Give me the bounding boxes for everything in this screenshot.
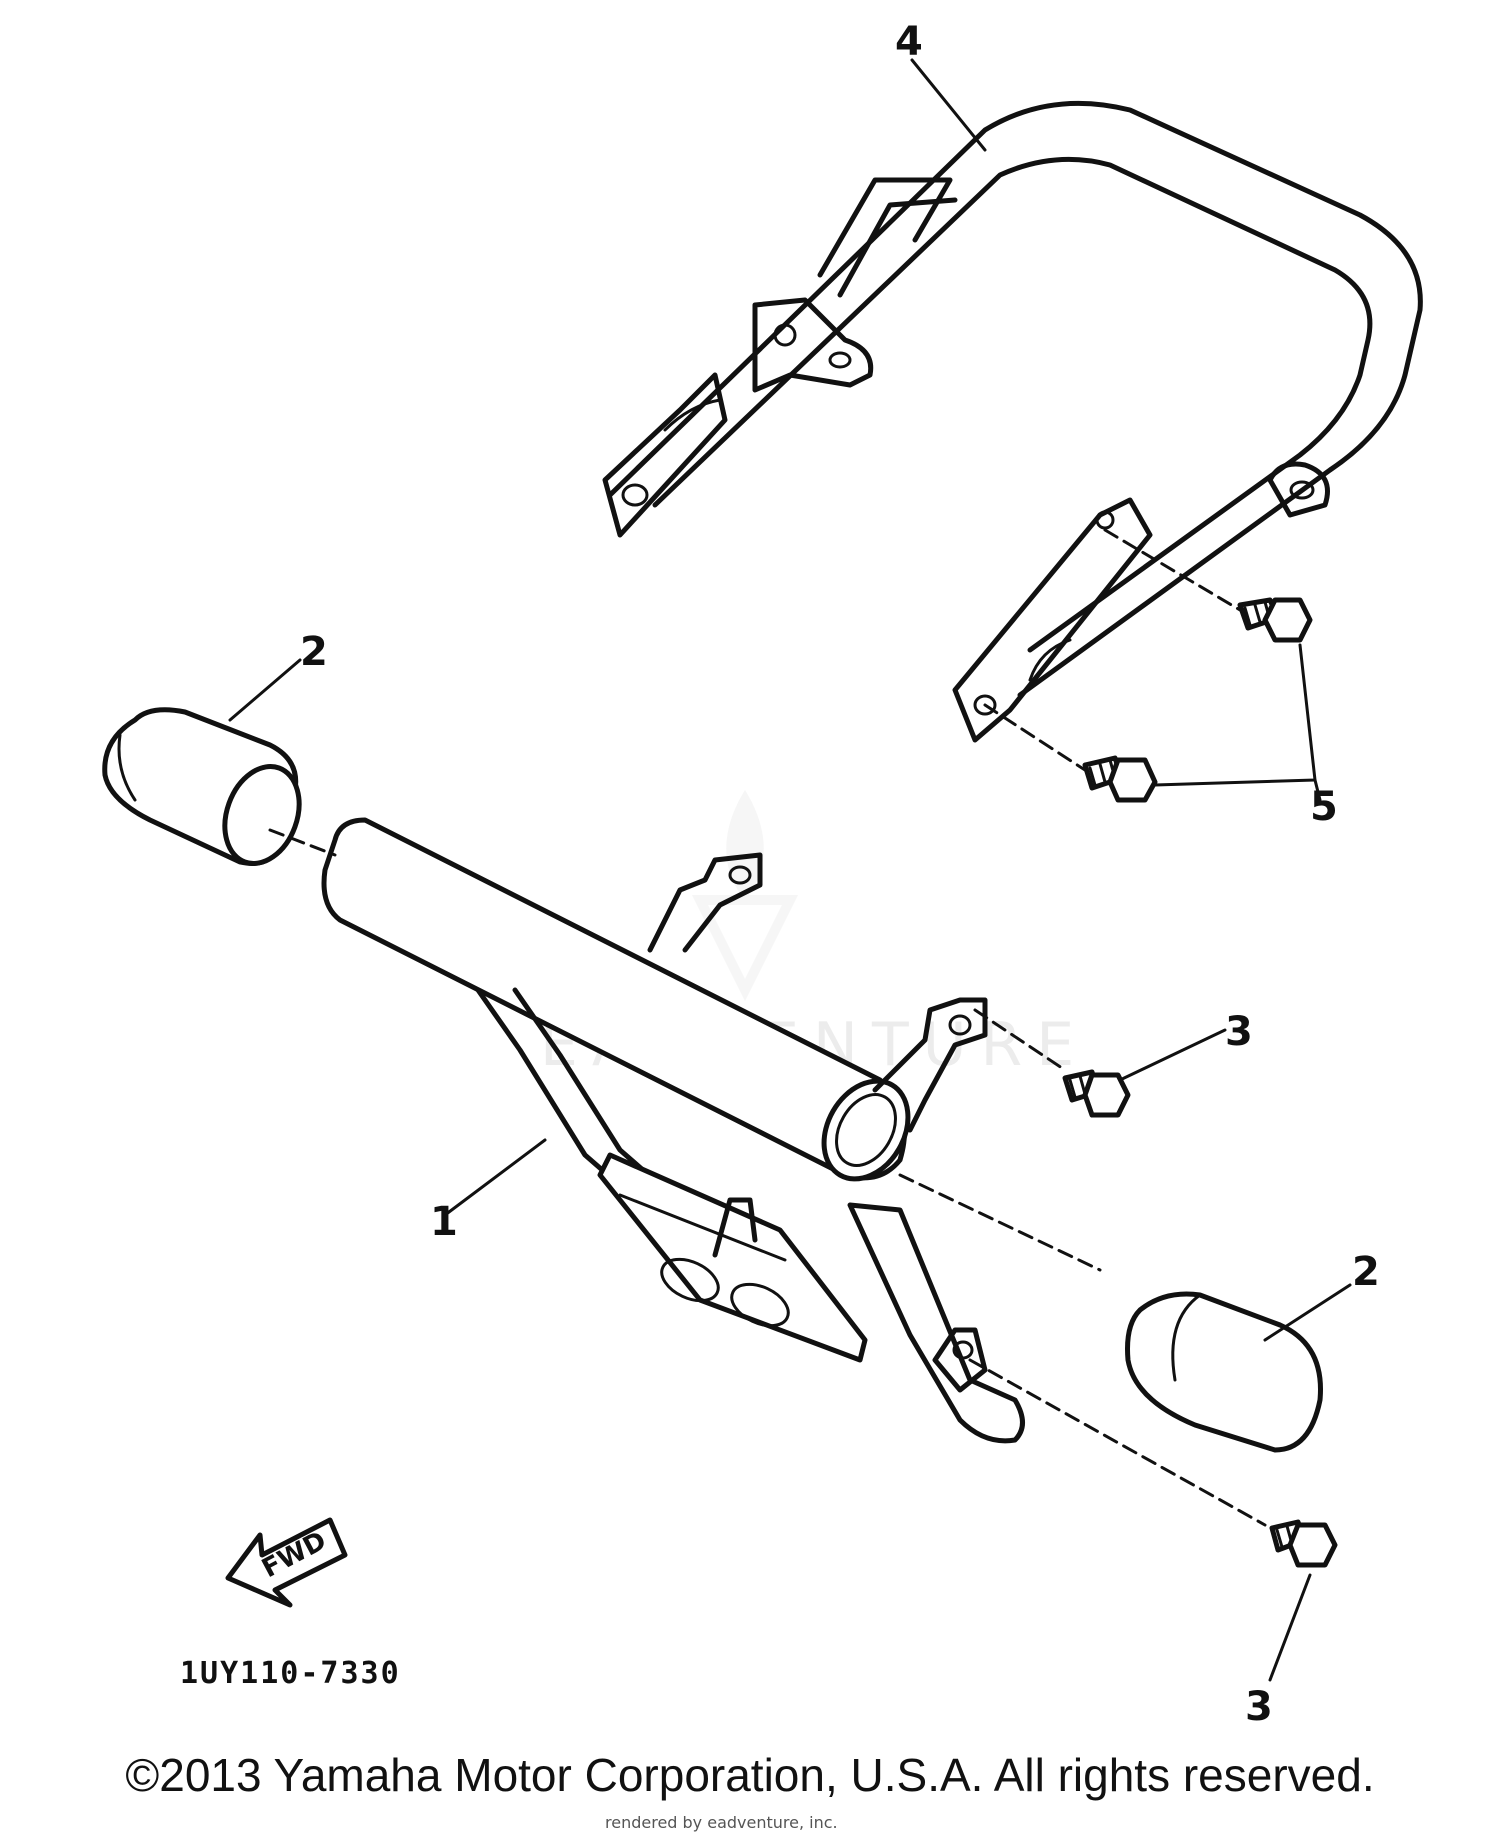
part-5-bolt-lower xyxy=(1082,755,1158,803)
fwd-arrow-icon: FWD xyxy=(225,1517,348,1608)
watermark-rendered-by: rendered by eadventure, inc. xyxy=(605,1813,838,1832)
callout-2-right: 2 xyxy=(1352,1249,1380,1295)
callout-4: 4 xyxy=(895,19,923,65)
callout-3-upper: 3 xyxy=(1225,1009,1253,1055)
part-5-bolt-upper xyxy=(1237,597,1313,643)
part-2-end-cap-right xyxy=(1125,1291,1323,1453)
diagram-part-code: 1UY110-7330 xyxy=(180,1656,401,1691)
part-3-bolt-lower xyxy=(1269,1519,1338,1568)
callout-2-left: 2 xyxy=(300,629,328,675)
callout-3-lower: 3 xyxy=(1245,1684,1273,1730)
watermark-logo xyxy=(691,790,799,1002)
copyright-notice: ©2013 Yamaha Motor Corporation, U.S.A. A… xyxy=(125,1749,1375,1801)
part-1-front-bumper xyxy=(321,817,1025,1444)
part-2-end-cap-left xyxy=(102,707,302,866)
part-4-rear-carrier xyxy=(602,100,1423,743)
callout-1: 1 xyxy=(430,1199,458,1245)
callout-leaders xyxy=(228,58,1352,1682)
part-3-bolt-upper xyxy=(1062,1069,1131,1118)
callout-5: 5 xyxy=(1310,784,1338,830)
